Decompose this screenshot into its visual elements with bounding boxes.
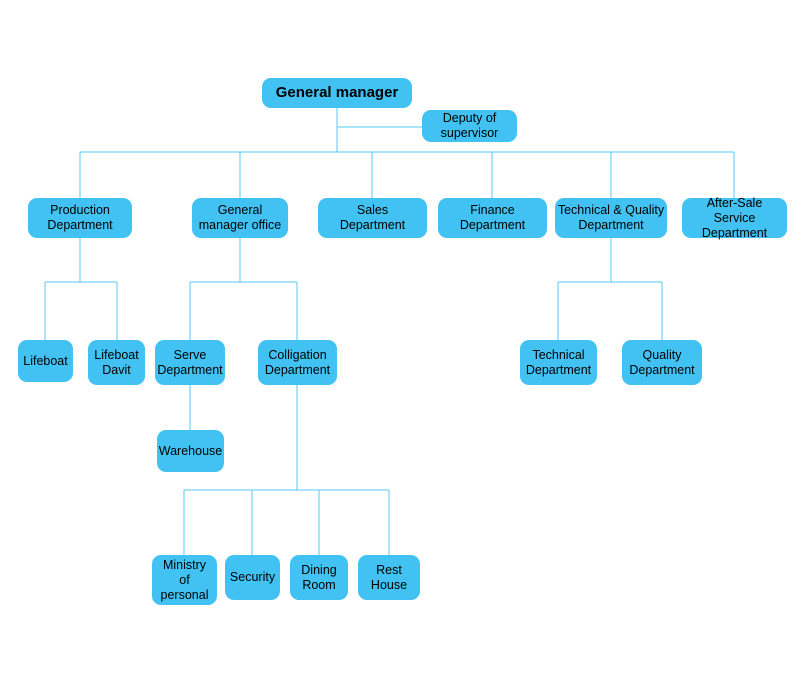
node-technical-quality-department: Technical & Quality Department — [555, 198, 667, 238]
node-rest-house: Rest House — [358, 555, 420, 600]
node-quality-department: Quality Department — [622, 340, 702, 385]
node-ministry-of-personal: Ministry of personal — [152, 555, 217, 605]
node-warehouse: Warehouse — [157, 430, 224, 472]
node-general-manager-office: General manager office — [192, 198, 288, 238]
node-serve-department: Serve Department — [155, 340, 225, 385]
node-after-sale-service-department: After-Sale Service Department — [682, 196, 787, 240]
node-technical-department: Technical Department — [520, 340, 597, 385]
node-general-manager: General manager — [262, 78, 412, 108]
node-lifeboat: Lifeboat — [18, 340, 73, 382]
node-security: Security — [225, 555, 280, 600]
node-lifeboat-davit: Lifeboat Davit — [88, 340, 145, 385]
node-dining-room: Dining Room — [290, 555, 348, 600]
node-finance-department: Finance Department — [438, 198, 547, 238]
node-deputy-supervisor: Deputy of supervisor — [422, 110, 517, 142]
node-colligation-department: Colligation Department — [258, 340, 337, 385]
node-production-department: Production Department — [28, 198, 132, 238]
node-sales-department: Sales Department — [318, 198, 427, 238]
